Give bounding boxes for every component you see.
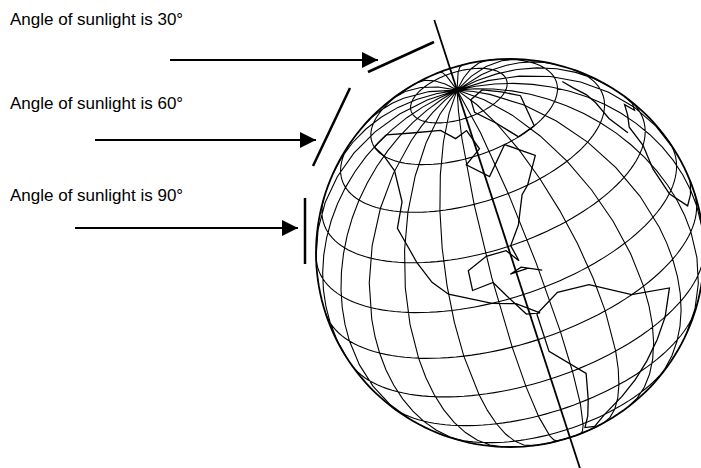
globe — [316, 20, 701, 468]
coastline — [562, 81, 628, 132]
tangent-line — [368, 42, 434, 72]
angle-label: Angle of sunlight is 90° — [10, 186, 183, 206]
tangent-line — [313, 88, 350, 166]
sun-ray — [95, 139, 316, 141]
coastline — [537, 285, 670, 428]
earth-axis — [434, 20, 585, 468]
sun-ray — [170, 59, 378, 61]
globe-outline — [316, 59, 701, 447]
coastline — [669, 180, 691, 206]
surface-tangents — [305, 42, 434, 264]
coastline — [374, 130, 540, 314]
angle-label: Angle of sunlight is 60° — [10, 94, 183, 114]
coastline — [471, 90, 534, 137]
angle-label: Angle of sunlight is 30° — [10, 10, 183, 30]
sun-ray — [75, 227, 298, 229]
graticule — [316, 59, 701, 447]
coastline — [625, 96, 670, 193]
tangent-line — [304, 198, 307, 264]
